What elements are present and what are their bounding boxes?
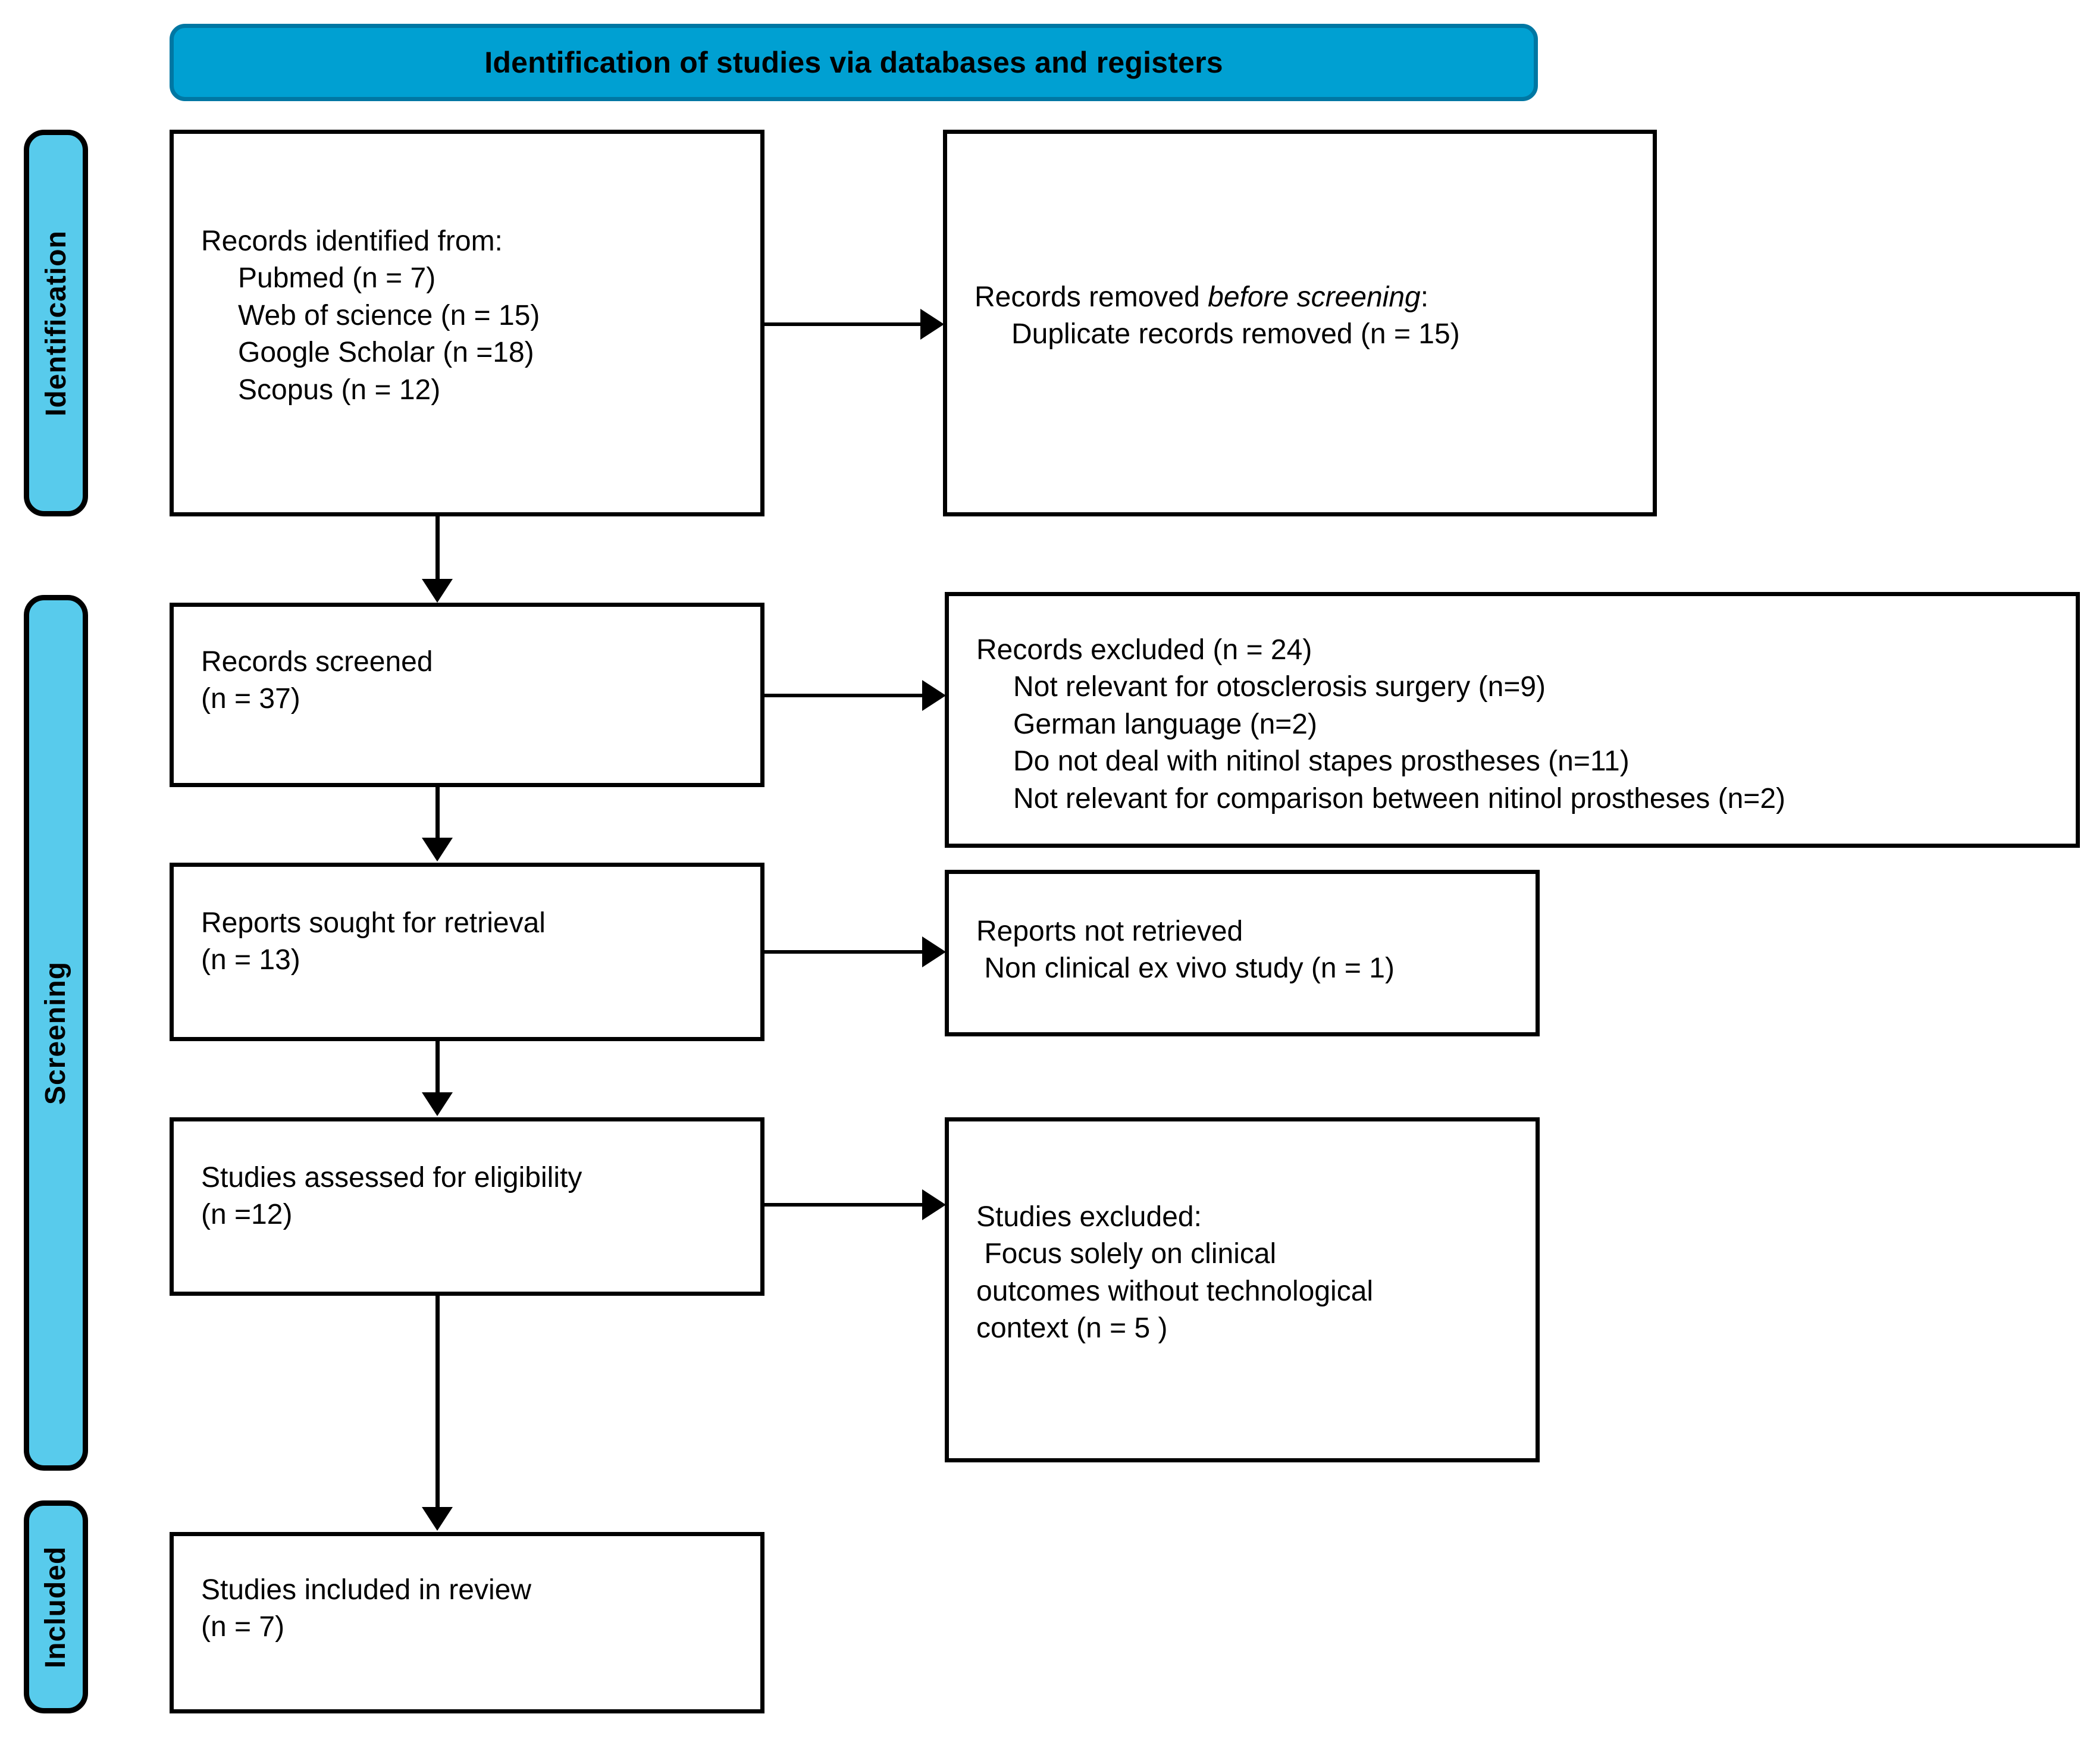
stage-bar-identification: Identification <box>24 130 88 516</box>
duplicate-records-removed: Duplicate records removed (n = 15) <box>1011 318 1460 350</box>
studies-excluded-line-3: outcomes without technological <box>976 1275 1374 1307</box>
box-records-removed: Records removed before screening: Duplic… <box>943 130 1657 516</box>
source-google-scholar: Google Scholar (n =18) <box>238 337 534 369</box>
exclusion-reason-no-comparison: Not relevant for comparison between niti… <box>1013 782 1786 814</box>
box-records-excluded: Records excluded (n = 24) Not relevant f… <box>945 592 2080 848</box>
records-removed-prefix: Records removed <box>975 281 1208 313</box>
box-studies-included: Studies included in review (n = 7) <box>170 1532 764 1713</box>
arrowhead-identified-to-removed <box>920 309 944 340</box>
arrowhead-sought-to-not-retrieved <box>922 936 946 967</box>
exclusion-reason-german-language: German language (n=2) <box>1013 708 1317 740</box>
studies-assessed-title: Studies assessed for eligibility <box>201 1162 582 1193</box>
connector-screened-to-sought <box>435 787 440 839</box>
reports-not-retrieved-title: Reports not retrieved <box>976 916 1243 947</box>
records-excluded-title: Records excluded (n = 24) <box>976 634 1312 666</box>
box-reports-sought: Reports sought for retrieval (n = 13) <box>170 863 764 1041</box>
connector-sought-to-not-retrieved <box>764 950 922 954</box>
records-removed-emphasis: before screening <box>1208 281 1421 313</box>
reports-not-retrieved-detail: Non clinical ex vivo study (n = 1) <box>976 953 1395 985</box>
box-studies-assessed: Studies assessed for eligibility (n =12) <box>170 1117 764 1296</box>
box-records-identified: Records identified from: Pubmed (n = 7) … <box>170 130 764 516</box>
source-web-of-science: Web of science (n = 15) <box>238 299 540 331</box>
reports-sought-count: (n = 13) <box>201 944 300 976</box>
stage-bar-screening: Screening <box>24 595 88 1471</box>
arrowhead-assessed-to-included <box>422 1507 453 1531</box>
records-screened-title: Records screened <box>201 646 433 678</box>
arrowhead-screened-to-excluded <box>922 680 946 711</box>
connector-assessed-to-studies-excluded <box>764 1203 922 1207</box>
banner-title: Identification of studies via databases … <box>484 46 1223 79</box>
connector-screened-to-excluded <box>764 694 922 697</box>
connector-sought-to-assessed <box>435 1041 440 1094</box>
stage-label-screening: Screening <box>40 961 72 1105</box>
reports-sought-title: Reports sought for retrieval <box>201 907 546 939</box>
arrowhead-sought-to-assessed <box>422 1092 453 1116</box>
stage-label-identification: Identification <box>40 230 72 416</box>
studies-assessed-count: (n =12) <box>201 1199 293 1231</box>
arrowhead-identified-to-screened <box>422 579 453 603</box>
records-removed-title: Records removed before screening: <box>975 279 1638 316</box>
source-pubmed: Pubmed (n = 7) <box>238 262 436 294</box>
arrowhead-assessed-to-studies-excluded <box>922 1189 946 1220</box>
records-identified-title: Records identified from: <box>201 225 503 257</box>
stage-bar-included: Included <box>24 1500 88 1713</box>
header-banner: Identification of studies via databases … <box>170 24 1538 101</box>
studies-included-title: Studies included in review <box>201 1574 531 1606</box>
stage-label-included: Included <box>40 1546 72 1668</box>
exclusion-reason-no-nitinol-stapes: Do not deal with nitinol stapes prosthes… <box>1013 745 1630 778</box>
box-reports-not-retrieved: Reports not retrieved Non clinical ex vi… <box>945 870 1540 1036</box>
records-removed-suffix: : <box>1420 281 1429 313</box>
box-studies-excluded: Studies excluded: Focus solely on clinic… <box>945 1117 1540 1462</box>
connector-identified-to-screened <box>435 516 440 581</box>
connector-assessed-to-included <box>435 1296 440 1509</box>
box-records-screened: Records screened (n = 37) <box>170 603 764 787</box>
studies-excluded-title: Studies excluded: <box>976 1201 1202 1233</box>
arrowhead-screened-to-sought <box>422 838 453 861</box>
records-screened-count: (n = 37) <box>201 683 300 715</box>
source-scopus: Scopus (n = 12) <box>238 374 441 406</box>
connector-identified-to-removed <box>764 322 920 326</box>
studies-excluded-line-2: Focus solely on clinical <box>976 1238 1277 1270</box>
studies-included-count: (n = 7) <box>201 1611 285 1643</box>
exclusion-reason-not-relevant-otosclerosis: Not relevant for otosclerosis surgery (n… <box>1013 671 1546 703</box>
studies-excluded-line-4: context (n = 5 ) <box>976 1312 1168 1345</box>
